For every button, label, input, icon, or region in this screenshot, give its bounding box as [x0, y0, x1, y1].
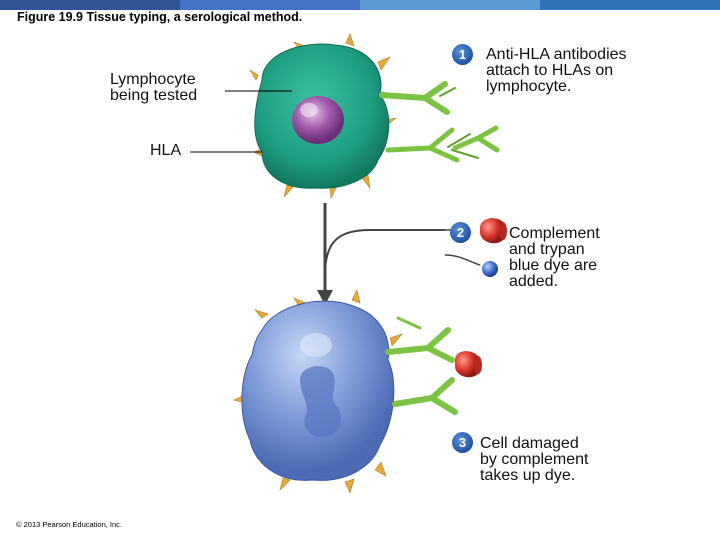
step-3-line: by complement — [480, 451, 589, 468]
step-2-badge: 2 — [450, 222, 471, 243]
hla-label: HLA — [150, 142, 182, 159]
header-stripe-segment — [180, 0, 360, 10]
header-stripe-segment — [540, 0, 720, 10]
free-antibody — [452, 125, 500, 153]
step-1-badge: 1 — [452, 44, 473, 65]
header-stripe-segment — [360, 0, 540, 10]
step-1-line: attach to HLAs on — [486, 62, 614, 79]
cell-nucleus — [292, 96, 344, 144]
step-3-line: takes up dye. — [480, 467, 576, 484]
step-2-text: Complement and trypan blue dye are added… — [509, 226, 600, 290]
bound-complement-icon — [455, 351, 482, 378]
antibodies-top — [379, 81, 479, 163]
step-2-line: and trypan — [509, 241, 585, 258]
step-3-text: Cell damaged by complement takes up dye. — [480, 436, 589, 484]
figure-title: Figure 19.9 Tissue typing, a serological… — [17, 10, 303, 24]
step-1-line: lymphocyte. — [486, 78, 572, 95]
damaged-cell — [233, 289, 403, 494]
step-3-badge: 3 — [452, 432, 473, 453]
step-1-text: Anti-HLA antibodies attach to HLAs on ly… — [486, 47, 627, 95]
antibodies-bottom — [385, 316, 458, 415]
copyright-notice: © 2013 Pearson Education, Inc. — [16, 520, 123, 529]
step-1-line: Anti-HLA antibodies — [486, 46, 627, 63]
lymphocyte-label-line1: Lymphocyte — [110, 71, 196, 88]
header-stripe — [0, 0, 720, 10]
process-arrow — [317, 203, 481, 305]
complement-icon — [480, 218, 507, 244]
lymphocyte-label: Lymphocyte being tested — [110, 72, 197, 104]
trypan-blue-dye-icon — [482, 261, 498, 277]
lymphocyte-label-line2: being tested — [110, 87, 198, 104]
step-2-line: added. — [509, 273, 558, 290]
lymphocyte-cell — [249, 33, 397, 200]
step-2-line: Complement — [509, 225, 600, 242]
header-stripe-segment — [0, 0, 180, 10]
step-2-line: blue dye are — [509, 257, 598, 274]
step-3-line: Cell damaged — [480, 435, 579, 452]
